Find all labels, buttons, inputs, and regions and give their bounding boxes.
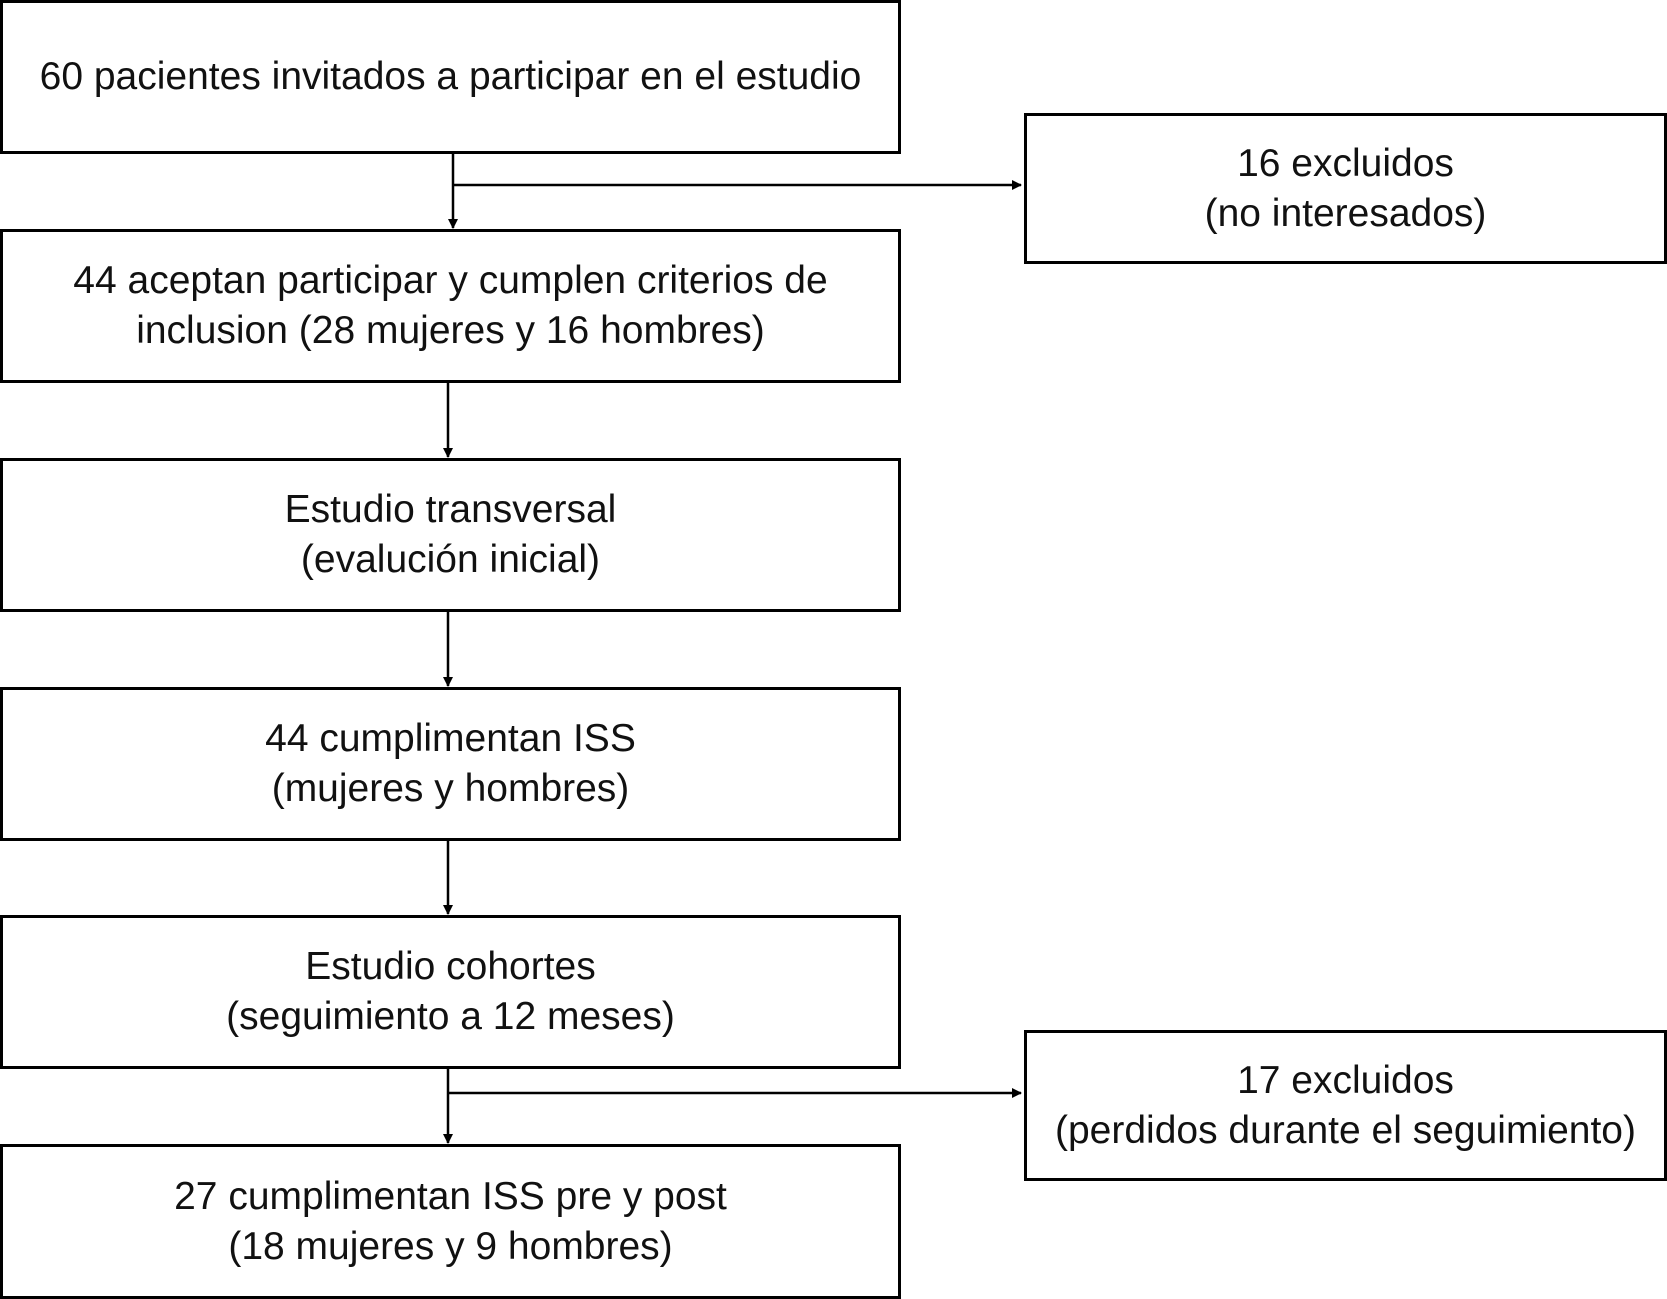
flow-box-cohort-study: Estudio cohortes (seguimiento a 12 meses… bbox=[0, 915, 901, 1069]
flow-box-invited: 60 pacientes invitados a participar en e… bbox=[0, 0, 901, 154]
flow-box-accepted-line1: 44 aceptan participar y cumplen criterio… bbox=[73, 259, 828, 302]
exclusion-box-lost-line2: (perdidos durante el seguimiento) bbox=[1054, 1108, 1636, 1152]
flow-box-accepted: 44 aceptan participar y cumplen criterio… bbox=[0, 229, 901, 383]
flow-box-cross-sectional-line2: (evalución inicial) bbox=[300, 538, 601, 581]
flow-box-pre-post-line1: 27 cumplimentan ISS pre y post bbox=[174, 1174, 727, 1218]
exclusion-box-not-interested-line2: (no interesados) bbox=[1204, 191, 1487, 235]
flow-box-pre-post: 27 cumplimentan ISS pre y post (18 mujer… bbox=[0, 1144, 901, 1299]
flow-box-cross-sectional: Estudio transversal (evalución inicial) bbox=[0, 458, 901, 612]
flow-box-iss-completed: 44 cumplimentan ISS (mujeres y hombres) bbox=[0, 687, 901, 841]
exclusion-box-not-interested: 16 excluidos (no interesados) bbox=[1024, 113, 1667, 264]
flow-box-iss-completed-line1: 44 cumplimentan ISS bbox=[265, 717, 636, 760]
flow-box-invited-text: 60 pacientes invitados a participar en e… bbox=[39, 55, 862, 98]
flow-box-cross-sectional-line1: Estudio transversal bbox=[284, 488, 617, 531]
flow-box-iss-completed-line2: (mujeres y hombres) bbox=[271, 767, 630, 810]
exclusion-box-lost-to-follow-up: 17 excluidos (perdidos durante el seguim… bbox=[1024, 1030, 1667, 1181]
flow-box-pre-post-line2: (18 mujeres y 9 hombres) bbox=[228, 1224, 673, 1268]
exclusion-box-lost-line1: 17 excluidos bbox=[1237, 1058, 1454, 1102]
flow-box-cohort-study-line2: (seguimiento a 12 meses) bbox=[226, 995, 675, 1038]
flow-box-accepted-line2: inclusion (28 mujeres y 16 hombres) bbox=[136, 309, 765, 352]
exclusion-box-not-interested-line1: 16 excluidos bbox=[1237, 141, 1454, 185]
flow-box-cohort-study-line1: Estudio cohortes bbox=[305, 945, 596, 988]
